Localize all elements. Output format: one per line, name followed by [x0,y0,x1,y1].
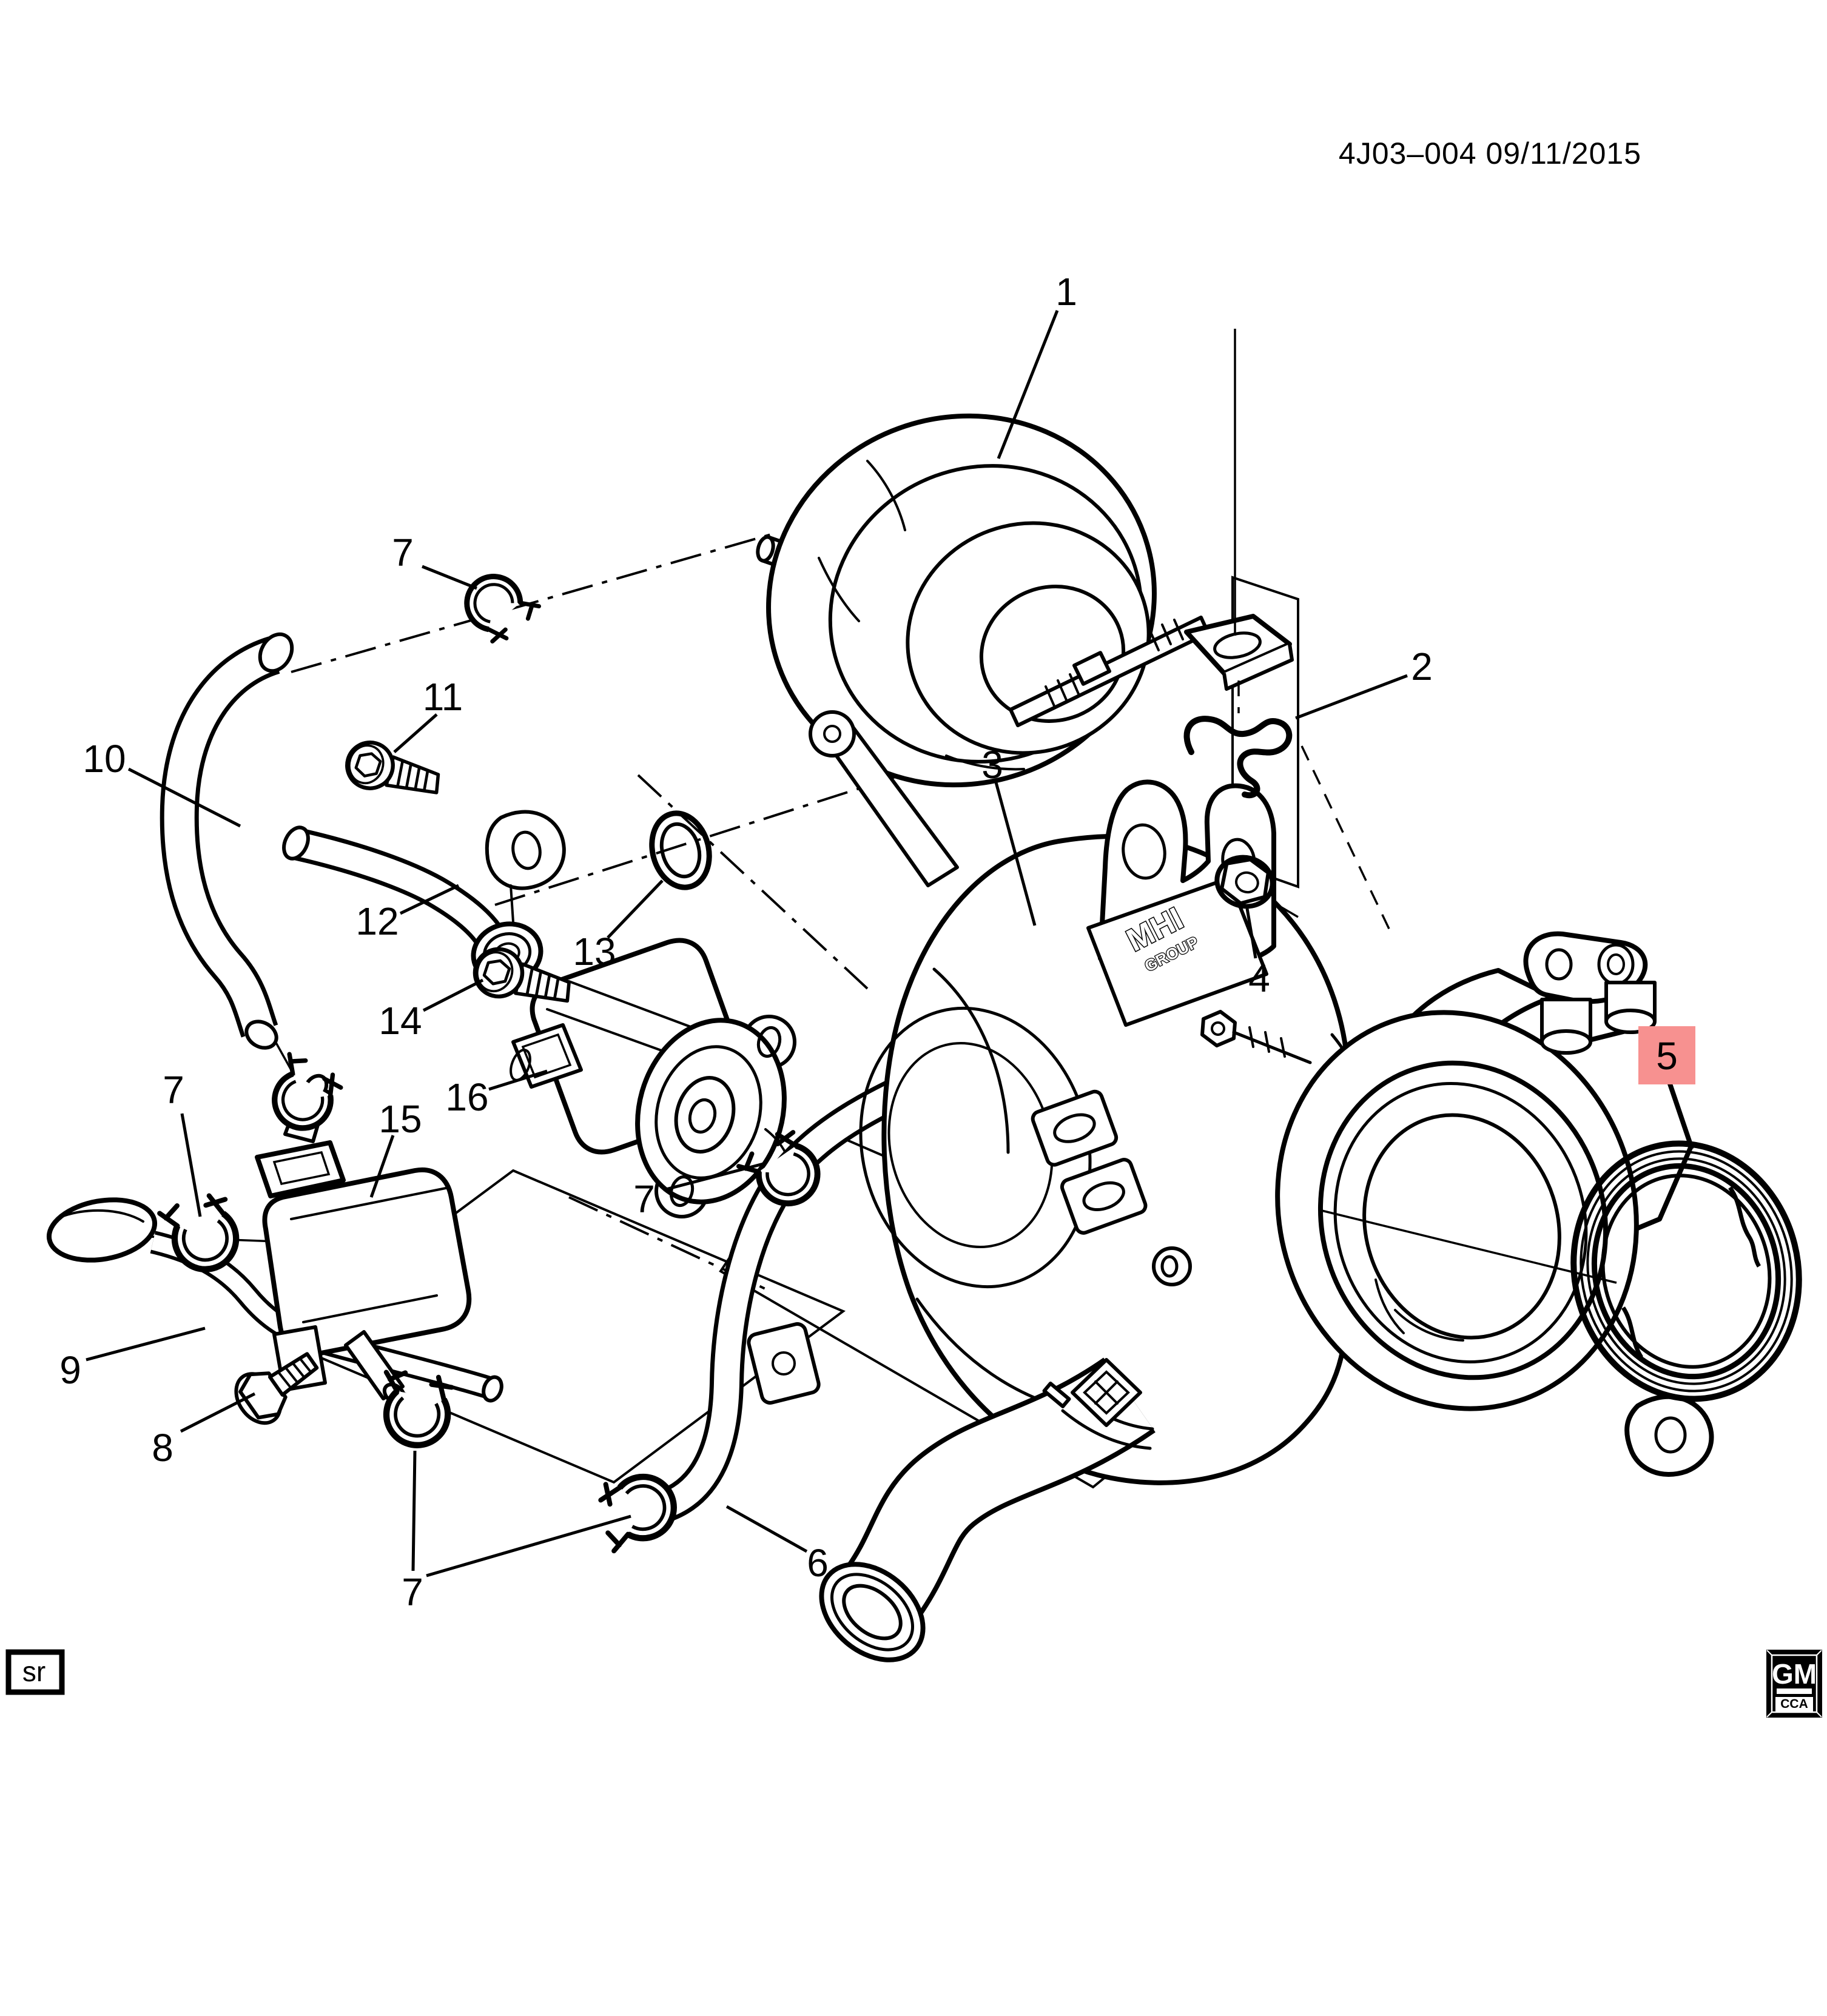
flange-pads [1031,1089,1148,1235]
callout-label: 16 [445,1075,488,1119]
seal-ring [1570,1140,1802,1402]
callout-label: 14 [379,999,422,1043]
flange-nut [1214,855,1275,909]
callout-7[interactable]: 7 [402,1450,631,1614]
hex-bolt-8 [234,1352,319,1425]
retainer-clip [1183,716,1293,799]
callout-label: 4 [1248,956,1270,1000]
elbow-tag [1071,1358,1142,1427]
leader-line [411,1450,417,1571]
callout-label: 3 [981,743,1003,787]
solenoid-valve [255,1074,472,1405]
callout-label: 5 [1656,1034,1678,1078]
leader-line [180,1392,256,1433]
callout-9[interactable]: 9 [59,1326,206,1392]
outlet-elbow [819,1357,1156,1662]
callout-label: 10 [82,737,126,781]
revision-code: sr [22,1656,45,1687]
callout-label: 2 [1411,645,1433,688]
leader-line [422,565,477,590]
side-clip [747,1322,821,1405]
callout-4[interactable]: 4 [1245,908,1270,1000]
leader-line [1295,674,1408,720]
callout-1[interactable]: 1 [997,270,1077,459]
callout-label: 7 [163,1068,184,1112]
callout-label: 6 [807,1541,829,1585]
leader-line [1669,1084,1694,1149]
leader-line [86,1326,206,1362]
callout-5[interactable]: 5 [1638,1026,1695,1149]
oil-fitting [1200,1010,1312,1064]
callout-16[interactable]: 16 [445,1069,548,1119]
water-pipe [282,810,566,986]
leader-line [422,978,484,1012]
gm-logo-text: GM [1772,1658,1817,1690]
callout-13[interactable]: 13 [573,879,664,973]
callout-15[interactable]: 15 [369,1097,422,1198]
callout-7[interactable]: 7 [633,1161,766,1221]
callout-3[interactable]: 3 [981,743,1037,926]
rod-end-plate [1184,329,1294,713]
callout-10[interactable]: 10 [82,737,241,828]
callout-14[interactable]: 14 [379,978,484,1043]
revision-box: sr [5,1649,65,1695]
leader-line [369,1135,395,1198]
callout-label: 7 [633,1177,655,1221]
leader-line [997,310,1059,459]
gm-logo-sub: CCA [1780,1697,1808,1711]
callout-label: 15 [379,1097,422,1141]
highlight-box [1638,1026,1695,1084]
callout-label: 9 [59,1348,81,1392]
leader-line [180,1113,202,1217]
leader-line [994,782,1037,926]
callout-label: 7 [402,1570,423,1614]
leader-line [488,1069,548,1091]
leader-line [607,879,664,939]
wastegate-actuator [756,329,1294,887]
leader-line [426,1514,631,1578]
callout-6[interactable]: 6 [725,1505,829,1585]
callout-8[interactable]: 8 [152,1392,256,1470]
leader-line [1245,908,1257,959]
mount-bracket [1523,931,1657,1055]
callout-label: 1 [1055,270,1077,314]
callout-12[interactable]: 12 [355,884,460,943]
leader-line [127,767,241,828]
leader-line [663,1161,766,1192]
lower-ear [1624,1394,1714,1477]
callout-label: 12 [355,899,399,943]
callout-7[interactable]: 7 [392,531,477,590]
bypass-valve [510,938,796,1218]
callout-7[interactable]: 7 [163,1068,202,1217]
callout-label: 11 [423,675,463,719]
leader-line [725,1505,808,1553]
fork-bracket: MHI GROUP [1086,779,1276,1027]
callout-11[interactable]: 11 [393,675,463,753]
gm-logo: GM CCA [1766,1650,1822,1718]
leader-line [393,713,438,753]
callout-2[interactable]: 2 [1295,645,1433,720]
callout-label: 7 [392,531,414,574]
o-ring [649,810,712,890]
drawing-header: 4J03–004 09/11/2015 [1339,136,1641,170]
callout-label: 8 [152,1426,173,1470]
hose-upper [160,632,294,1050]
support-strap [809,710,959,887]
callout-label: 13 [573,930,616,973]
leader-line [399,884,460,915]
